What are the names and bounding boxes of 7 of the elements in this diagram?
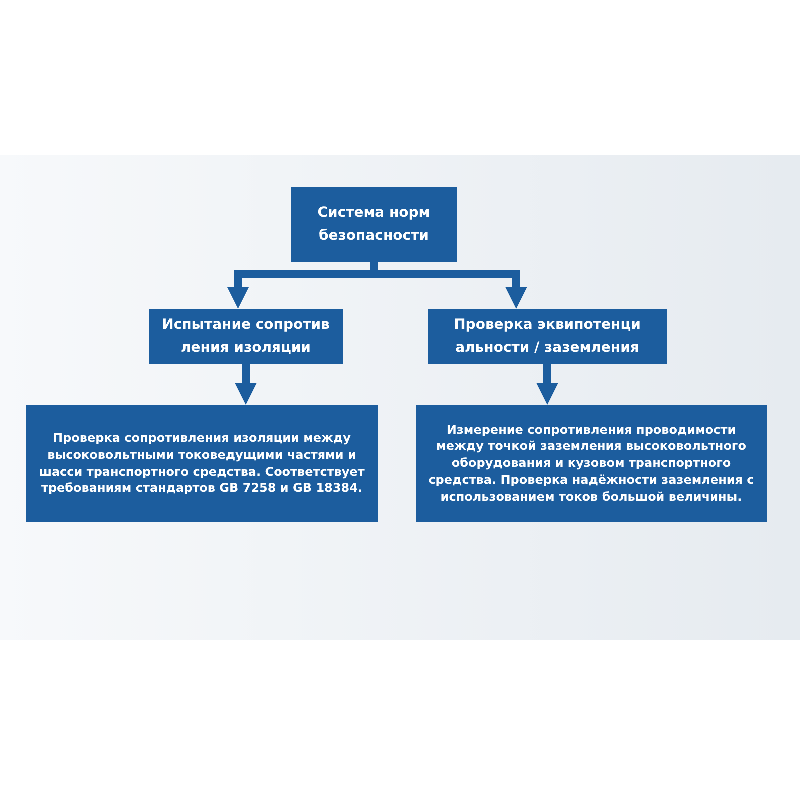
- category-box: Система норм безопасности: [291, 187, 457, 262]
- arrow: [536, 364, 558, 405]
- description-box: Измерение сопротивления проводимости между точкой заземления высоковольтного оборудования и кузовом транспортного средства. Проверка надёжности заземления с использованием токов большой величины.: [416, 405, 767, 522]
- category-box: Проверка эквипотенци альности / заземления: [428, 309, 667, 364]
- category-box: Испытание сопротив ления изоляции: [149, 309, 343, 364]
- arrow: [235, 364, 257, 405]
- description-box: Проверка сопротивления изоляции между высоковольтными токоведущими частями и шасси транспортного средства. Соответствует требованиям стандартов GB 7258 и GB 18384.: [26, 405, 378, 522]
